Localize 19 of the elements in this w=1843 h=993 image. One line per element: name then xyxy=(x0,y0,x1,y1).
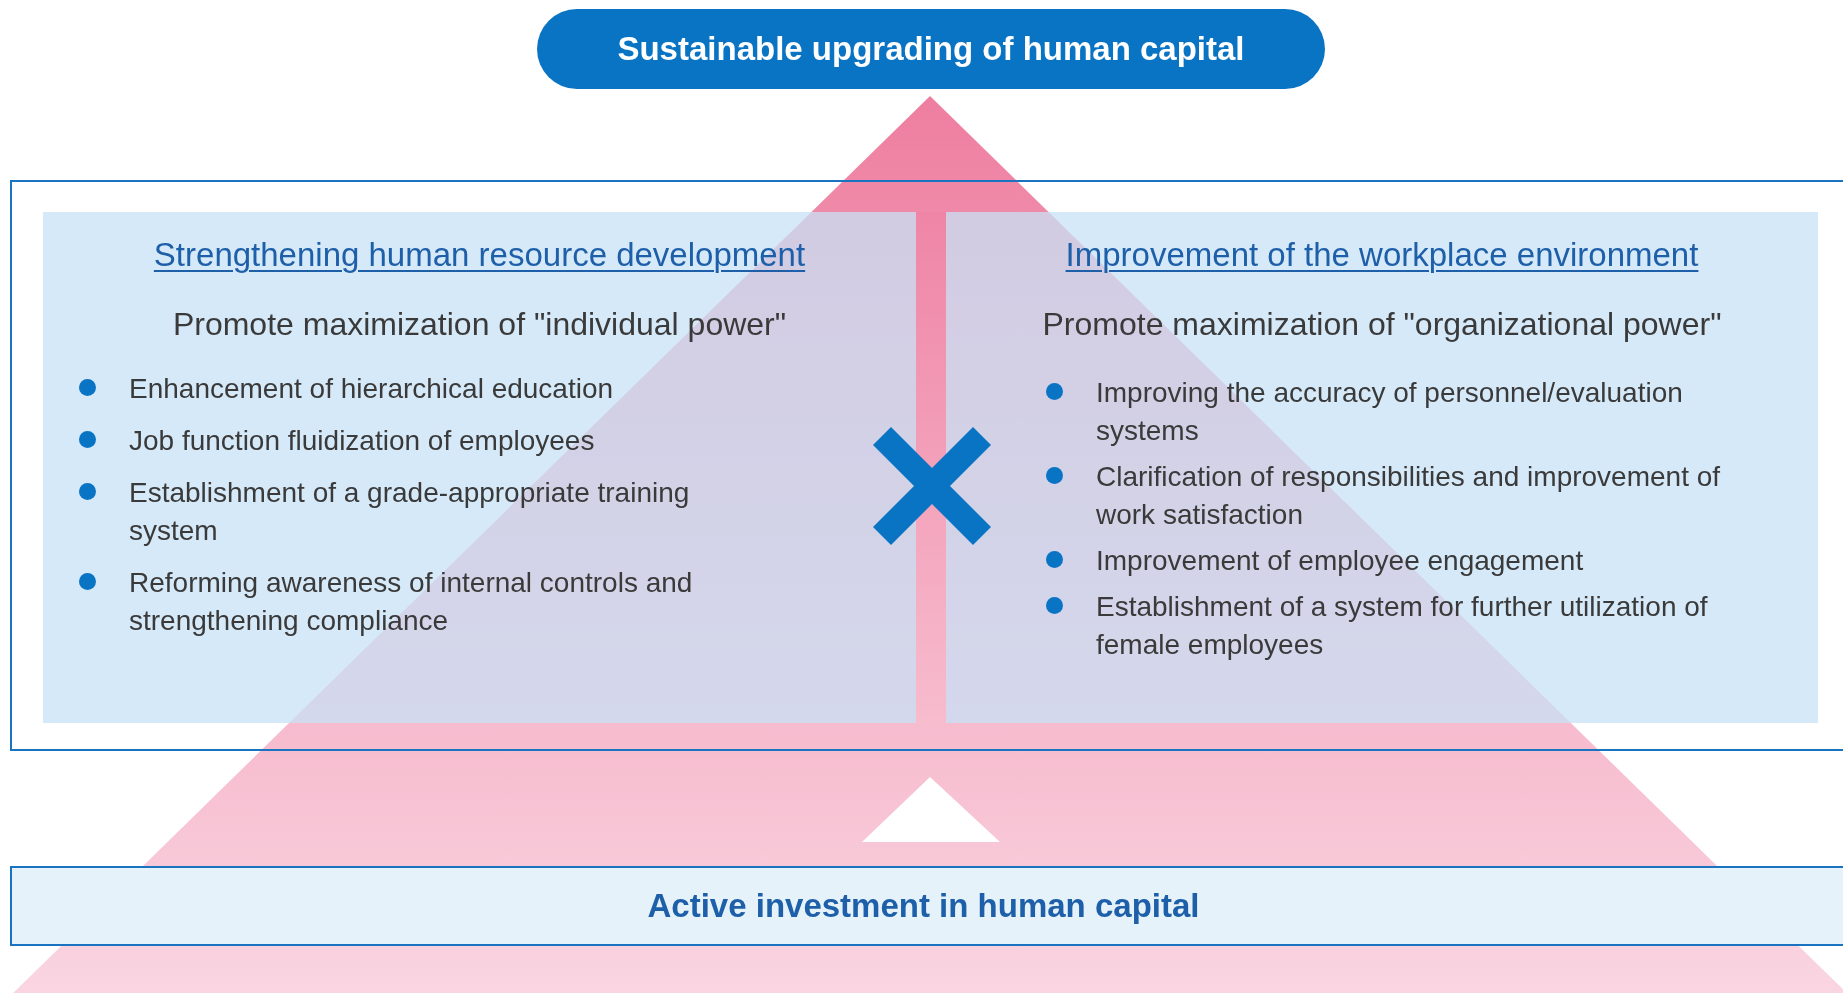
panel-heading: Improvement of the workplace environment xyxy=(1065,236,1699,273)
bullet-text: Clarification of responsibilities and improvement of work satisfaction xyxy=(1096,459,1722,532)
text-panel xyxy=(43,212,916,723)
bullet-text: Reforming awareness of internal controls and strengthening compliance xyxy=(129,565,694,638)
bullet-text: Improvement of employee engagement xyxy=(1096,543,1584,578)
panel-heading: Strengthening human resource development xyxy=(153,236,806,273)
bullet-text: Enhancement of hierarchical education xyxy=(129,371,614,406)
bullet-text: Job function fluidization of employees xyxy=(129,423,595,458)
base-box xyxy=(10,866,1843,946)
goal-pill: Sustainable upgrading of human capital xyxy=(537,9,1325,89)
base-text: Active investment in human capital xyxy=(647,886,1200,927)
text-panel xyxy=(946,212,1818,723)
bullet-text: Establishment of a grade-appropriate training system xyxy=(129,475,691,548)
frame-box xyxy=(10,180,1843,751)
panel-subheading: Promote maximization of "individual power" xyxy=(172,305,787,342)
up-arrow xyxy=(862,777,1000,842)
panel-subheading: Promote maximization of "organizational power" xyxy=(1042,305,1722,342)
bullet-text: Establishment of a system for further utilization of female employees xyxy=(1096,589,1709,662)
bullet-text: Improving the accuracy of personnel/evaluation systems xyxy=(1096,375,1684,448)
